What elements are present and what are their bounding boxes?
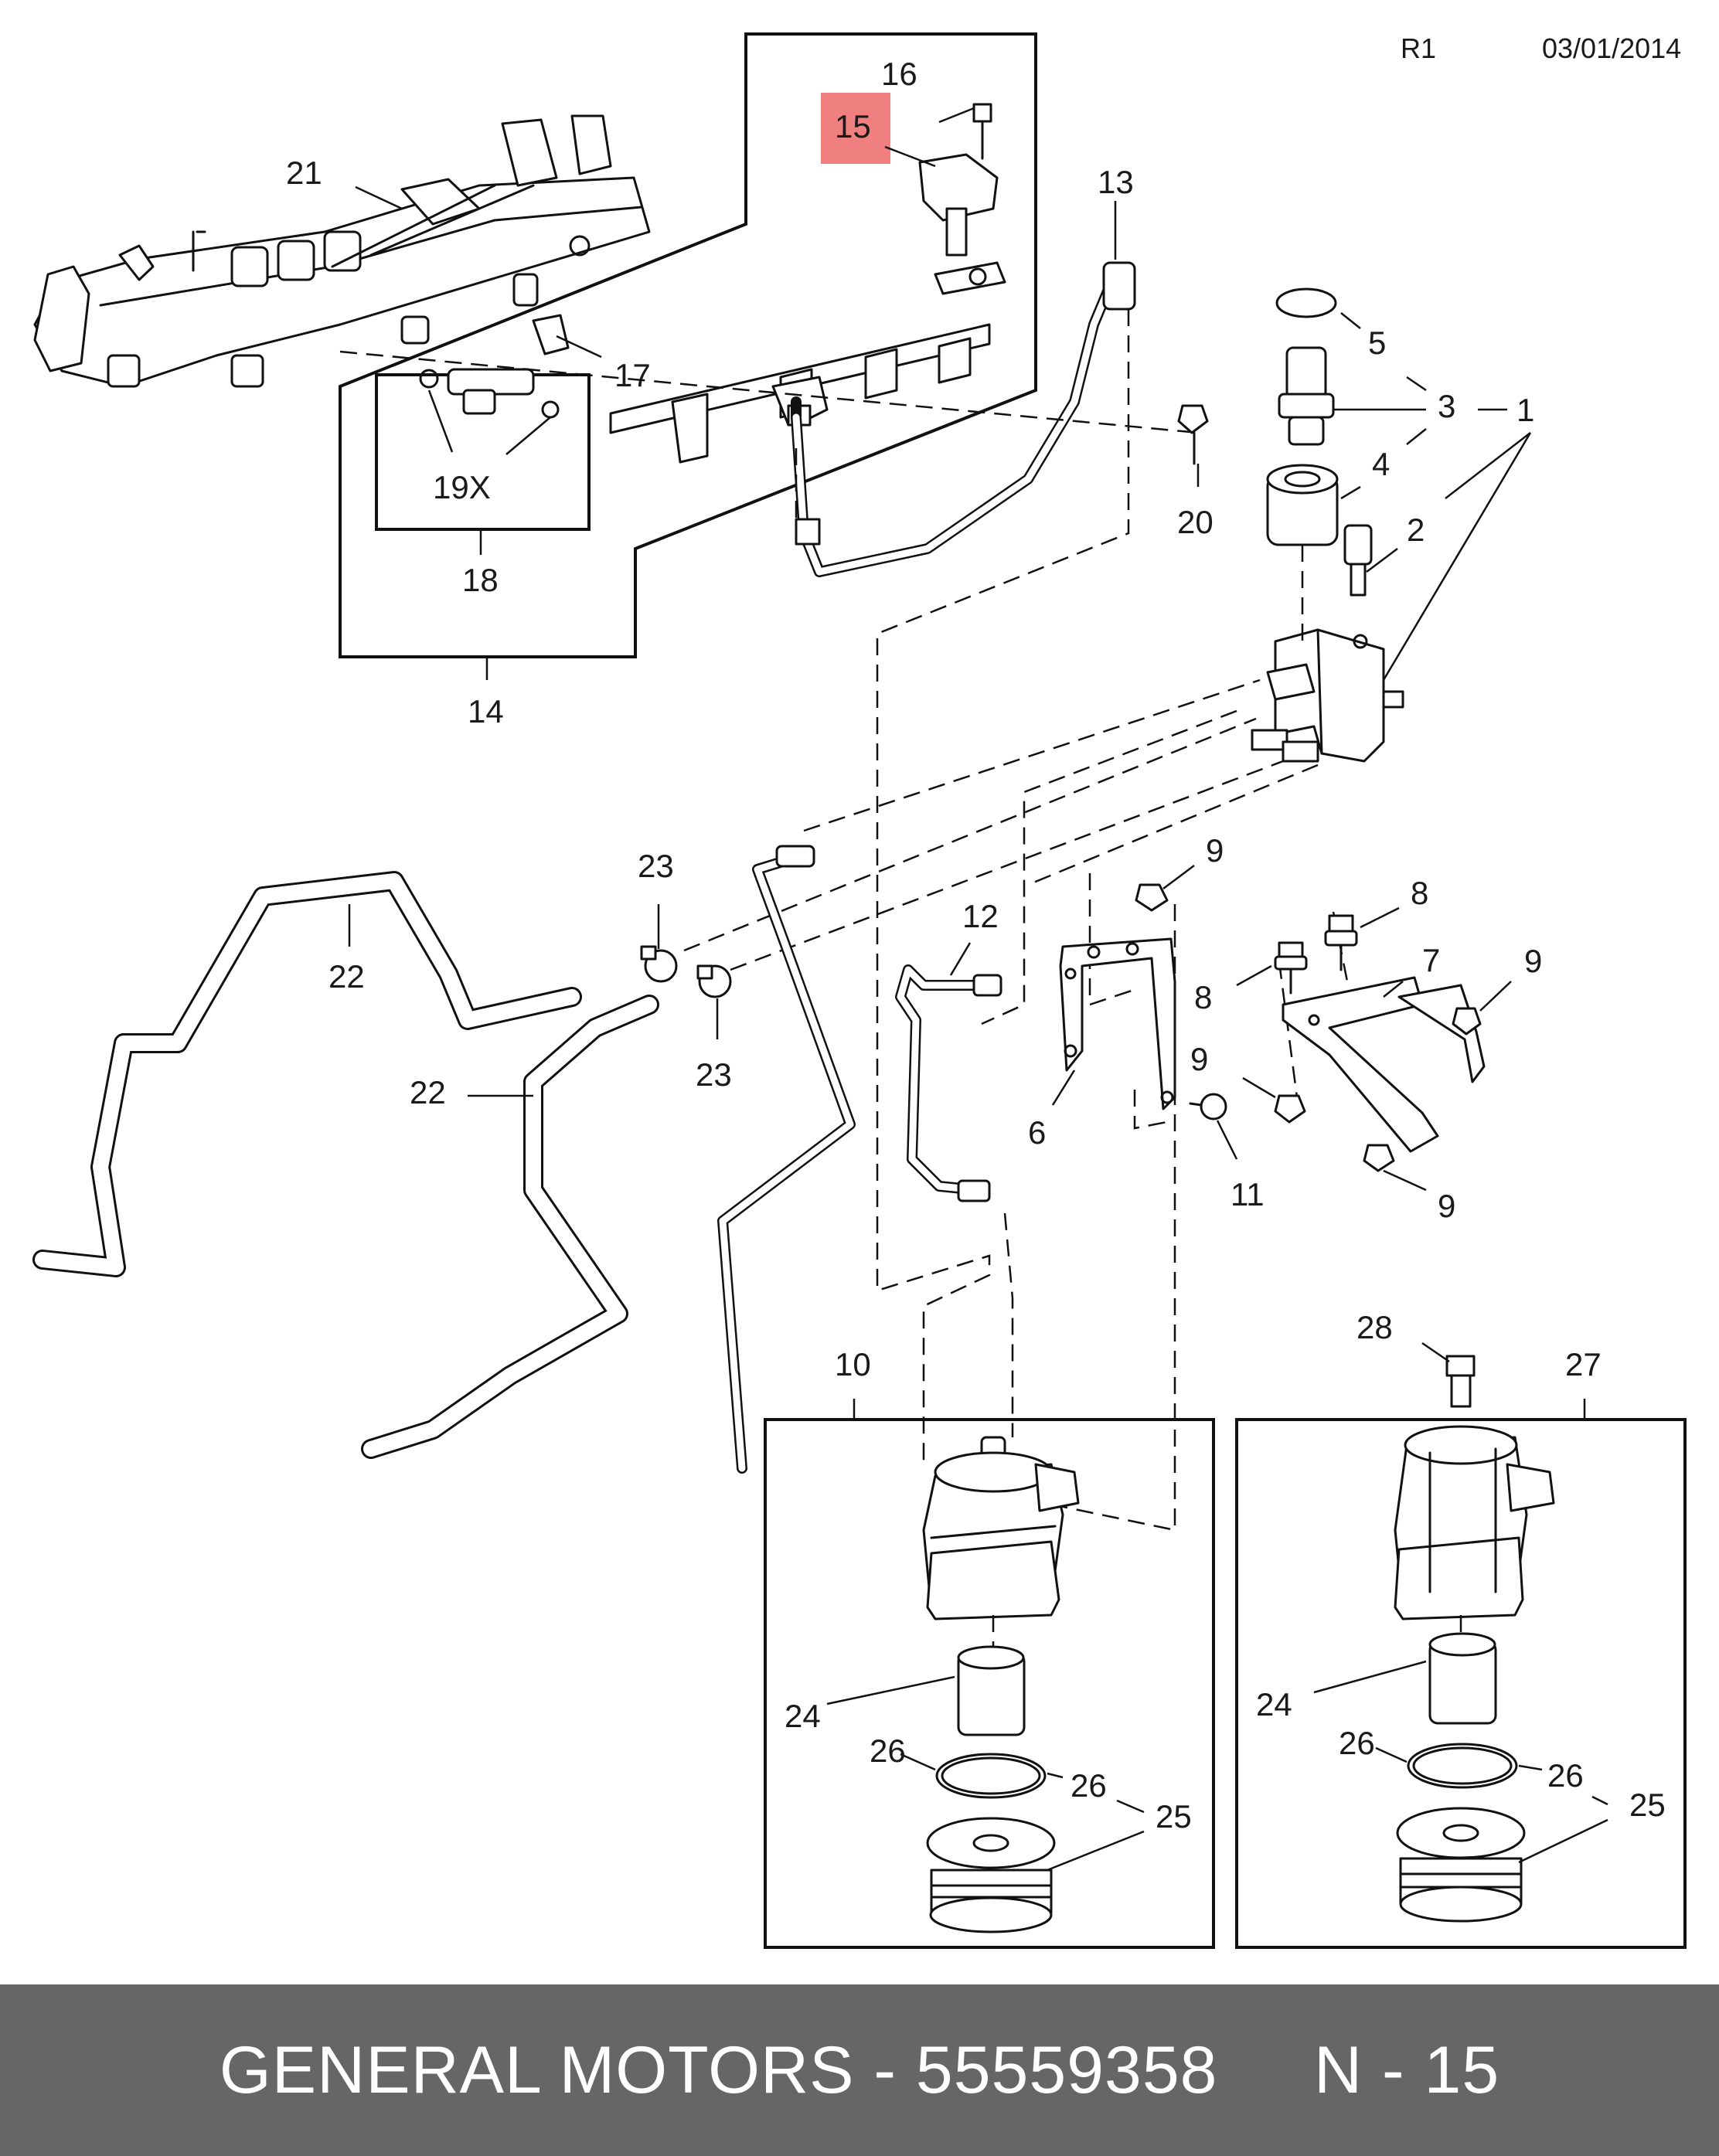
callout-2: 2 [1407,512,1425,548]
callout-3: 3 [1438,388,1455,424]
callout-14: 14 [468,693,504,729]
callout-23a: 23 [638,848,674,884]
bolt [972,103,992,160]
bolt-11 [1189,1093,1227,1121]
filter-cap [926,1817,1056,1933]
callout-9c: 9 [1190,1041,1208,1077]
fuel-filter-housing-alt [1394,1425,1555,1620]
callout-22b: 22 [410,1074,446,1110]
filter-element [957,1645,1026,1736]
callout-25a: 25 [1156,1798,1192,1835]
footer-bar: GENERAL MOTORS - 55559358 N - 15 [0,1984,1719,2156]
callout-8a: 8 [1411,875,1428,911]
nut-9 [1363,1144,1395,1172]
hose-clamp [640,945,678,983]
revision-label: R1 [1401,32,1436,64]
clip [532,314,570,355]
callout-28: 28 [1356,1309,1393,1345]
callout-17: 17 [614,357,651,393]
fuel-line-12 [895,964,1002,1202]
filter-cap-alt [1396,1807,1526,1923]
fuel-filter-housing [922,1436,1080,1620]
o-ring-alt [1407,1743,1518,1789]
nut-9 [1135,883,1169,912]
pressure-sensor [918,153,1006,295]
callout-6: 6 [1028,1114,1046,1151]
callout-12: 12 [962,898,999,934]
stud-8 [1274,941,1308,995]
hose-clamp [696,964,732,998]
callout-26a: 26 [870,1733,906,1769]
callout-10: 10 [835,1346,871,1382]
callout-22a: 22 [328,958,365,995]
callout-24b: 24 [1256,1686,1292,1722]
group-frame-10 [764,1418,1215,1949]
callout-20: 20 [1177,504,1214,540]
callout-23b: 23 [696,1056,732,1093]
nut [1177,404,1209,465]
footer-text: GENERAL MOTORS - 55559358 N - 15 [219,2032,1500,2107]
bracket-7 [1282,976,1486,1153]
fuel-feed-line [791,261,1136,577]
bracket-6 [1059,937,1176,1110]
group-frame-27 [1235,1418,1687,1949]
return-hose-upper [32,871,582,1277]
filter-element-alt [1428,1632,1497,1725]
heater-fittings [1251,663,1319,763]
callout-24a: 24 [785,1698,821,1734]
callout-26d: 26 [1547,1757,1584,1794]
date-label: 03/01/2014 [1542,32,1681,64]
callout-9d: 9 [1438,1188,1455,1224]
parts-diagram: R1 03/01/2014 21 [32,32,1687,1949]
o-ring [935,1753,1047,1799]
callout-7: 7 [1422,942,1440,978]
callout-18: 18 [462,562,499,598]
cap [1275,287,1337,318]
filter-housing-top [1266,464,1339,546]
group-frame-14 [339,32,1037,658]
fuel-rail-manifold [33,114,651,388]
highlight-box-15 [821,93,890,164]
fuel-tube-long [717,845,856,1474]
valve [1278,346,1335,446]
return-hose-lower [361,995,659,1459]
nut-9 [1452,1007,1482,1035]
callout-1: 1 [1516,392,1534,428]
callout-8b: 8 [1194,979,1212,1015]
nut-9 [1274,1094,1306,1124]
callout-21: 21 [286,155,322,191]
drain-fitting [1445,1355,1476,1408]
callout-4: 4 [1372,446,1390,482]
callout-9a: 9 [1206,832,1224,869]
heater-block [1274,628,1404,763]
callout-5: 5 [1368,325,1386,361]
callout-9b: 9 [1524,943,1542,979]
callout-13: 13 [1098,164,1134,200]
callout-19x: 19X [433,469,491,505]
callout-15: 15 [835,108,871,145]
stud-8 [1324,914,1358,971]
callout-26c: 26 [1339,1725,1375,1761]
fuel-injector [419,368,560,419]
callout-16: 16 [881,56,917,92]
callout-26b: 26 [1071,1767,1107,1804]
callout-27: 27 [1565,1346,1602,1382]
temp-sensor [1343,524,1373,597]
callout-25b: 25 [1629,1787,1666,1823]
callout-11: 11 [1231,1176,1265,1212]
